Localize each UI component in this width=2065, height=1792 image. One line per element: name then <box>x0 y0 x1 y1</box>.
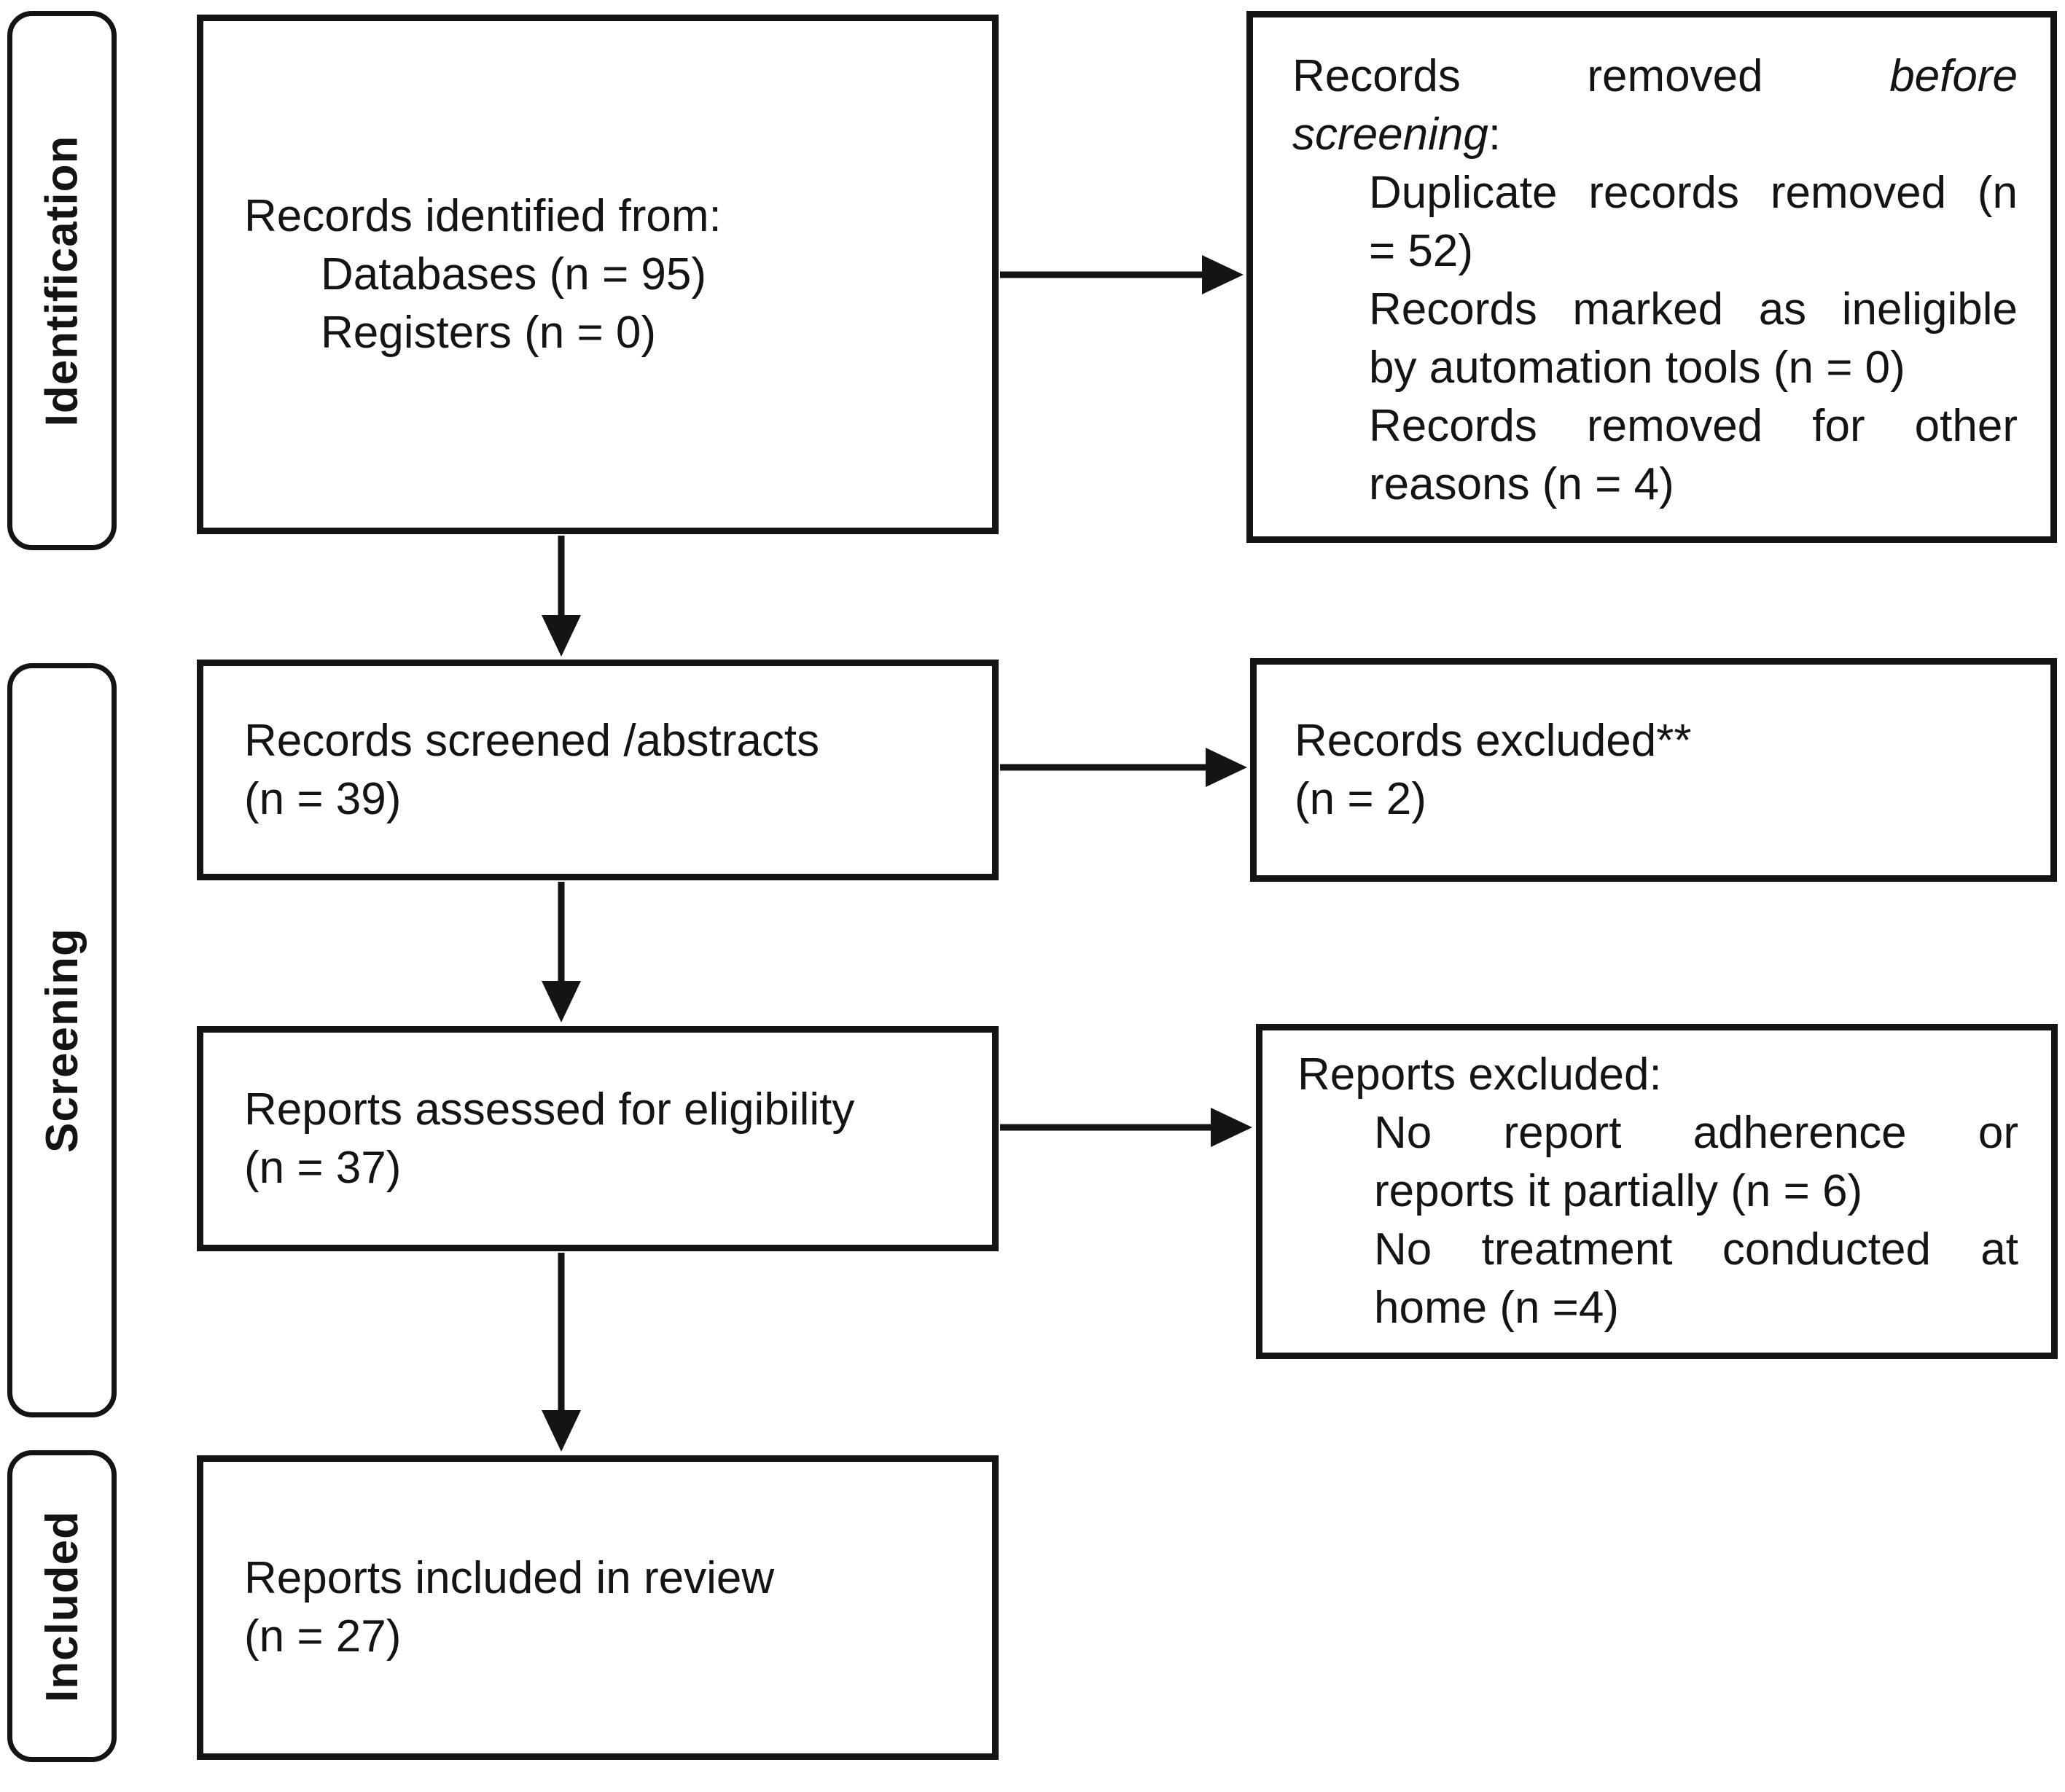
box-reports-excluded: Reports excluded: No report adherence or… <box>1256 1024 2058 1359</box>
arrow-assessed-to-included <box>542 1253 581 1452</box>
stage-label-included-text: Included <box>36 1510 87 1702</box>
stage-label-identification: Identification <box>7 11 117 550</box>
no-adherence-line2: reports it partially (n = 6) <box>1374 1166 1863 1216</box>
box-reports-assessed: Reports assessed for eligibility (n = 37… <box>197 1026 999 1251</box>
reports-included-count: (n = 27) <box>244 1611 402 1662</box>
no-home-treatment-line1: No treatment conducted at <box>1374 1224 2018 1275</box>
duplicate-records-line1: Duplicate records removed (n <box>1369 168 2018 218</box>
box-records-identified: Records identified from: Databases (n = … <box>197 15 999 534</box>
arrow-screened-to-assessed <box>542 882 581 1022</box>
no-home-treatment-line2: home (n =4) <box>1374 1283 1620 1333</box>
records-excluded-count: (n = 2) <box>1295 773 1426 824</box>
stage-label-screening-text: Screening <box>36 928 87 1153</box>
reports-excluded-title: Reports excluded: <box>1297 1049 1662 1100</box>
ineligible-records-line2: by automation tools (n = 0) <box>1369 343 1905 393</box>
records-identified-title: Records identified from: <box>244 190 722 241</box>
box-reports-included: Reports included in review (n = 27) <box>197 1455 999 1760</box>
stage-label-identification-text: Identification <box>36 135 87 426</box>
arrow-identified-to-removed <box>1000 255 1244 294</box>
records-removed-title-line1: Records removed before <box>1292 47 2018 106</box>
records-identified-databases: Databases (n = 95) <box>321 249 707 300</box>
stage-label-screening: Screening <box>7 663 117 1417</box>
arrow-screened-to-excluded <box>1000 748 1247 787</box>
box-records-excluded: Records excluded** (n = 2) <box>1250 658 2057 882</box>
records-removed-title-regular: Records removed <box>1292 51 1763 101</box>
records-excluded-line1: Records excluded** <box>1295 715 1692 766</box>
records-removed-title-line2: screening: <box>1292 106 2018 164</box>
duplicate-records-line2: = 52) <box>1369 226 1474 276</box>
records-identified-registers: Registers (n = 0) <box>321 307 657 358</box>
reports-assessed-line1: Reports assessed for eligibility <box>244 1084 855 1135</box>
arrow-identified-to-screened <box>542 536 581 657</box>
ineligible-records-line1: Records marked as ineligible <box>1369 284 2018 334</box>
no-adherence-line1: No report adherence or <box>1374 1108 2018 1158</box>
reports-assessed-count: (n = 37) <box>244 1142 402 1193</box>
records-screened-line1: Records screened /abstracts <box>244 715 820 766</box>
records-screened-count: (n = 39) <box>244 773 402 824</box>
records-removed-title-colon: : <box>1488 109 1502 160</box>
records-removed-title-italic2: screening <box>1292 109 1488 160</box>
reports-included-line1: Reports included in review <box>244 1553 775 1603</box>
other-reasons-line2: reasons (n = 4) <box>1369 459 1674 509</box>
other-reasons-line1: Records removed for other <box>1369 401 2018 451</box>
records-removed-title-italic1: before <box>1889 51 2018 101</box>
stage-label-included: Included <box>7 1450 117 1762</box>
box-records-removed-before-screening: Records removed before screening: Duplic… <box>1246 11 2057 543</box>
box-records-screened: Records screened /abstracts (n = 39) <box>197 660 999 880</box>
arrow-assessed-to-excluded <box>1000 1108 1252 1147</box>
